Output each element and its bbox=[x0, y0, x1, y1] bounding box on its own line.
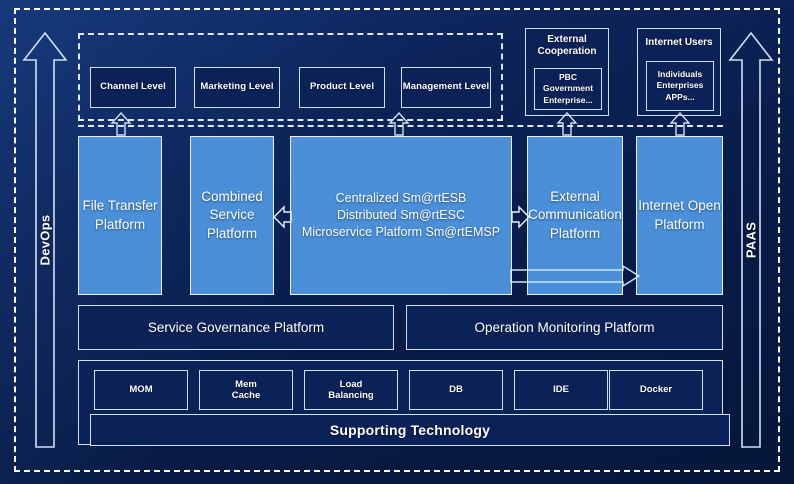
business-level-management-label: Management Level bbox=[402, 81, 490, 93]
technology-item-mom-label: MOM bbox=[129, 384, 153, 396]
flow-arrow-up-1 bbox=[110, 112, 132, 136]
service-governance-platform[interactable]: Service Governance Platform bbox=[78, 305, 394, 350]
platform-combined-service-label: Combined Service Platform bbox=[201, 189, 263, 241]
flow-arrow-esb-to-external-comm bbox=[511, 204, 530, 230]
internet-users-detail-box: Individuals Enterprises APPs... bbox=[646, 61, 714, 111]
platform-file-transfer-label: File Transfer Platform bbox=[82, 198, 158, 232]
paas-arrow: PAAS bbox=[728, 30, 774, 450]
platform-centralized-esb-line3: Microservice Platform Sm@rtEMSP bbox=[301, 224, 501, 239]
business-level-management[interactable]: Management Level bbox=[401, 67, 491, 108]
technology-item-db[interactable]: DB bbox=[409, 370, 503, 410]
platform-combined-service[interactable]: Combined Service Platform bbox=[190, 136, 274, 295]
supporting-technology-banner[interactable]: Supporting Technology bbox=[90, 414, 730, 446]
operation-monitoring-platform[interactable]: Operation Monitoring Platform bbox=[406, 305, 723, 350]
platform-centralized-esb-line2: Distributed Sm@rtESC bbox=[337, 208, 465, 223]
flow-arrow-up-2 bbox=[388, 112, 410, 136]
technology-item-mem-cache-line2: Cache bbox=[231, 390, 261, 401]
technology-item-db-label: DB bbox=[449, 384, 463, 396]
paas-arrow-label: PAAS bbox=[743, 221, 759, 259]
technology-item-load-balancing-line1: Load bbox=[339, 378, 363, 390]
business-level-product-label: Product Level bbox=[309, 81, 375, 93]
platform-internet-open[interactable]: Internet Open Platform bbox=[636, 136, 723, 295]
platform-file-transfer[interactable]: File Transfer Platform bbox=[78, 136, 162, 295]
technology-item-ide-label: IDE bbox=[553, 384, 569, 396]
business-levels-group bbox=[78, 33, 503, 121]
operation-monitoring-platform-label: Operation Monitoring Platform bbox=[474, 319, 655, 335]
platform-internet-open-label: Internet Open Platform bbox=[638, 198, 721, 232]
technology-item-docker-label: Docker bbox=[639, 384, 673, 396]
internet-users-box[interactable]: Internet Users Individuals Enterprises A… bbox=[637, 28, 721, 116]
diagram-outer-boundary bbox=[14, 8, 780, 472]
platform-centralized-esb-line1: Centralized Sm@rtESB bbox=[335, 191, 467, 206]
flow-arrow-up-4 bbox=[669, 112, 691, 136]
external-cooperation-box[interactable]: External Cooperation PBC Government Ente… bbox=[525, 28, 609, 116]
platform-centralized-esb[interactable]: Centralized Sm@rtESB Distributed Sm@rtES… bbox=[290, 136, 512, 295]
external-cooperation-title: External Cooperation bbox=[537, 34, 597, 57]
external-cooperation-detail-box: PBC Government Enterprise... bbox=[534, 68, 602, 110]
business-level-product[interactable]: Product Level bbox=[299, 67, 385, 108]
devops-arrow: DevOps bbox=[22, 30, 68, 450]
internet-users-title: Internet Users bbox=[645, 37, 713, 48]
platform-external-communication[interactable]: External Communication Platform bbox=[527, 136, 623, 295]
service-governance-platform-label: Service Governance Platform bbox=[147, 319, 325, 335]
devops-arrow-label: DevOps bbox=[37, 214, 53, 266]
technology-item-load-balancing[interactable]: Load Balancing bbox=[304, 370, 398, 410]
flow-arrow-up-3 bbox=[556, 112, 578, 136]
flow-arrow-esb-to-combined bbox=[273, 204, 292, 230]
technology-item-mem-cache[interactable]: Mem Cache bbox=[199, 370, 293, 410]
business-level-channel-label: Channel Level bbox=[100, 81, 166, 93]
technology-item-load-balancing-line2: Balancing bbox=[328, 390, 374, 401]
flow-arrow-esb-to-internet-open bbox=[510, 265, 640, 289]
technology-item-mem-cache-line1: Mem bbox=[235, 378, 257, 390]
business-level-marketing[interactable]: Marketing Level bbox=[194, 67, 280, 108]
business-level-marketing-label: Marketing Level bbox=[200, 81, 274, 93]
consumer-platform-divider bbox=[78, 125, 723, 127]
technology-item-docker[interactable]: Docker bbox=[609, 370, 703, 410]
technology-item-ide[interactable]: IDE bbox=[514, 370, 608, 410]
platform-external-communication-label: External Communication Platform bbox=[528, 189, 622, 241]
supporting-technology-label: Supporting Technology bbox=[329, 422, 491, 438]
external-cooperation-detail: PBC Government Enterprise... bbox=[542, 71, 594, 105]
technology-item-mom[interactable]: MOM bbox=[94, 370, 188, 410]
business-level-channel[interactable]: Channel Level bbox=[90, 67, 176, 108]
internet-users-detail: Individuals Enterprises APPs... bbox=[656, 68, 704, 102]
